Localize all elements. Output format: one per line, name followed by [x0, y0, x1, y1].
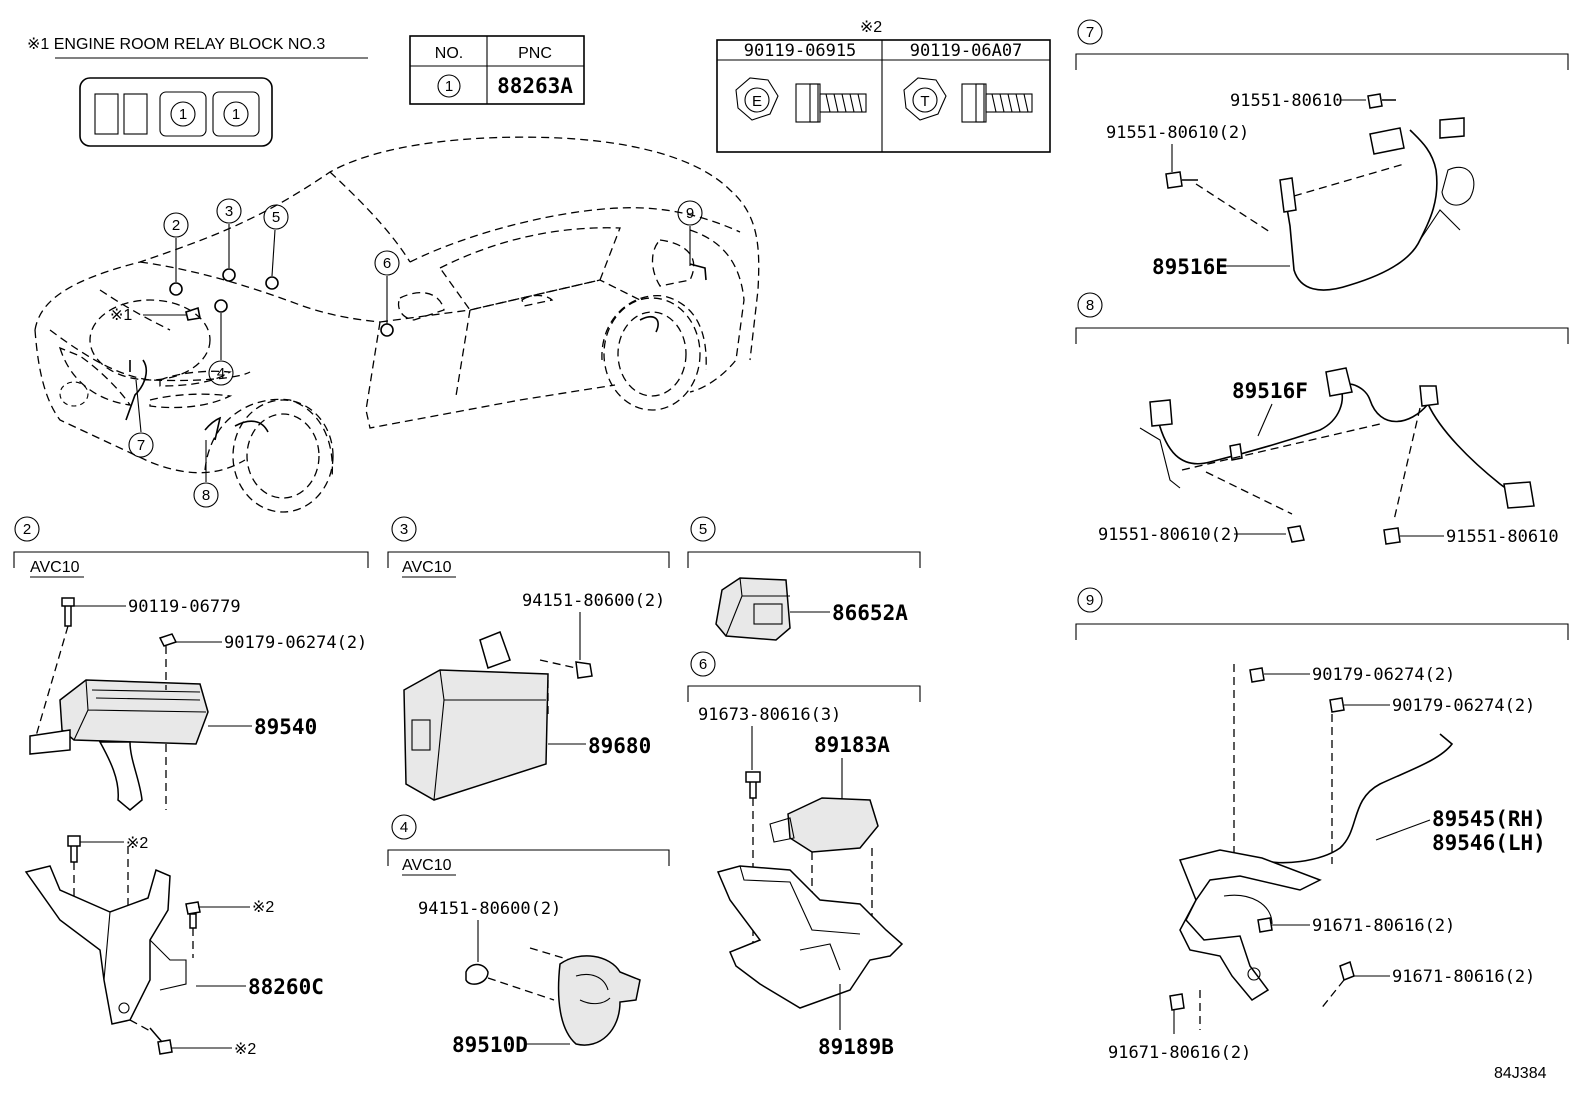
section-2-part-89540: 89540 — [254, 715, 317, 739]
pnc-row-pnc: 88263A — [497, 74, 573, 98]
pnc-table: NO. PNC 1 88263A — [409, 35, 585, 105]
section-7: 7 91551-80610 91551-80610(2) 89516E — [1075, 19, 1569, 291]
section-4-sub: AVC10 — [402, 857, 452, 874]
diagram-code: 84J384 — [1494, 1065, 1547, 1082]
section-2-number: 2 — [23, 521, 31, 538]
relay-marker-2: 1 — [232, 106, 240, 123]
bolt-table: ※2 90119-06915 90119-06A07 E T — [716, 19, 1051, 153]
section-5-part-86652A: 86652A — [832, 601, 908, 625]
section-8-number: 8 — [1086, 297, 1094, 314]
section-7-part-91551-80610-2: 91551-80610(2) — [1106, 123, 1249, 143]
section-9-number: 9 — [1086, 592, 1094, 609]
car-callout-8: 8 — [202, 487, 210, 504]
pnc-row-no: 1 — [445, 78, 453, 95]
section-8-part-91551-80610: 91551-80610 — [1446, 527, 1559, 547]
car-callout-9: 9 — [686, 205, 694, 222]
section-2-mark-a: ※2 — [126, 835, 148, 852]
bolt-a-part: 90119-06915 — [744, 41, 857, 61]
car-callout-4: 4 — [217, 365, 225, 382]
section-2-mark-b: ※2 — [252, 899, 274, 916]
car-callout-5: 5 — [272, 209, 280, 226]
section-6-part-89183A: 89183A — [814, 733, 890, 757]
car-callout-7: 7 — [137, 437, 145, 454]
section-8: 8 89516F 91551-80610(2) 91551-80610 — [1075, 292, 1569, 547]
section-2-part-88260C: 88260C — [248, 975, 324, 999]
section-2-part-90119-06779: 90119-06779 — [128, 597, 241, 617]
section-9: 9 90179-06274(2) 90179-06274(2) 89545(RH… — [1075, 587, 1569, 1063]
section-2-sub: AVC10 — [30, 559, 80, 576]
section-9-part-91671-80616-c: 91671-80616(2) — [1108, 1043, 1251, 1063]
section-2: 2 AVC10 90119-06779 90179-06274(2) 89540… — [13, 516, 369, 1058]
pnc-col-pnc: PNC — [518, 45, 552, 62]
section-7-number: 7 — [1086, 24, 1094, 41]
relay-block-icon — [79, 77, 273, 147]
section-9-part-89545-rh: 89545(RH) — [1432, 807, 1546, 831]
section-6: 6 91673-80616(3) 89183A 89189B — [687, 651, 921, 1059]
bolt-b-part: 90119-06A07 — [910, 41, 1023, 61]
bolt-e-icon: E — [735, 77, 867, 123]
bolt-table-mark: ※2 — [860, 19, 882, 36]
bolt-t-icon: T — [903, 77, 1033, 123]
vehicle-overview: 2 3 5 6 9 4 7 8 ※1 — [34, 136, 760, 513]
car-callout-2: 2 — [172, 217, 180, 234]
section-9-part-91671-80616-a: 91671-80616(2) — [1312, 916, 1455, 936]
section-7-part-91551-80610: 91551-80610 — [1230, 91, 1343, 111]
section-9-part-90179-06274-a: 90179-06274(2) — [1312, 665, 1455, 685]
relay-block-title: ※1 ENGINE ROOM RELAY BLOCK NO.3 — [27, 36, 325, 53]
car-callout-6: 6 — [383, 255, 391, 272]
pnc-col-no: NO. — [435, 45, 463, 62]
section-9-part-91671-80616-b: 91671-80616(2) — [1392, 967, 1535, 987]
section-8-part-91551-80610-2: 91551-80610(2) — [1098, 525, 1241, 545]
section-5: 5 86652A — [687, 516, 921, 641]
bolt-a-symbol: E — [752, 93, 762, 110]
section-7-part-89516E: 89516E — [1152, 255, 1228, 279]
section-2-part-90179-06274: 90179-06274(2) — [224, 633, 367, 653]
section-3-part-89680: 89680 — [588, 734, 651, 758]
section-4: 4 AVC10 94151-80600(2) 89510D — [387, 814, 670, 1057]
section-4-number: 4 — [400, 819, 408, 836]
section-5-number: 5 — [699, 521, 707, 538]
section-4-part-89510D: 89510D — [452, 1033, 528, 1057]
section-6-number: 6 — [699, 656, 707, 673]
car-callout-3: 3 — [225, 203, 233, 220]
section-3: 3 AVC10 94151-80600(2) 89680 — [387, 516, 670, 801]
section-2-mark-c: ※2 — [234, 1041, 256, 1058]
section-9-part-89546-lh: 89546(LH) — [1432, 831, 1546, 855]
section-8-part-89516F: 89516F — [1232, 379, 1308, 403]
section-3-number: 3 — [400, 521, 408, 538]
relay-block-header: ※1 ENGINE ROOM RELAY BLOCK NO.3 1 1 — [27, 36, 368, 147]
section-3-part-94151-80600: 94151-80600(2) — [522, 591, 665, 611]
section-6-part-89189B: 89189B — [818, 1035, 894, 1059]
section-3-sub: AVC10 — [402, 559, 452, 576]
section-9-part-90179-06274-b: 90179-06274(2) — [1392, 696, 1535, 716]
section-6-part-91673-80616: 91673-80616(3) — [698, 705, 841, 725]
bolt-b-symbol: T — [920, 93, 929, 110]
section-4-part-94151-80600: 94151-80600(2) — [418, 899, 561, 919]
relay-marker-1: 1 — [179, 106, 187, 123]
car-relay-ref: ※1 — [110, 307, 132, 324]
